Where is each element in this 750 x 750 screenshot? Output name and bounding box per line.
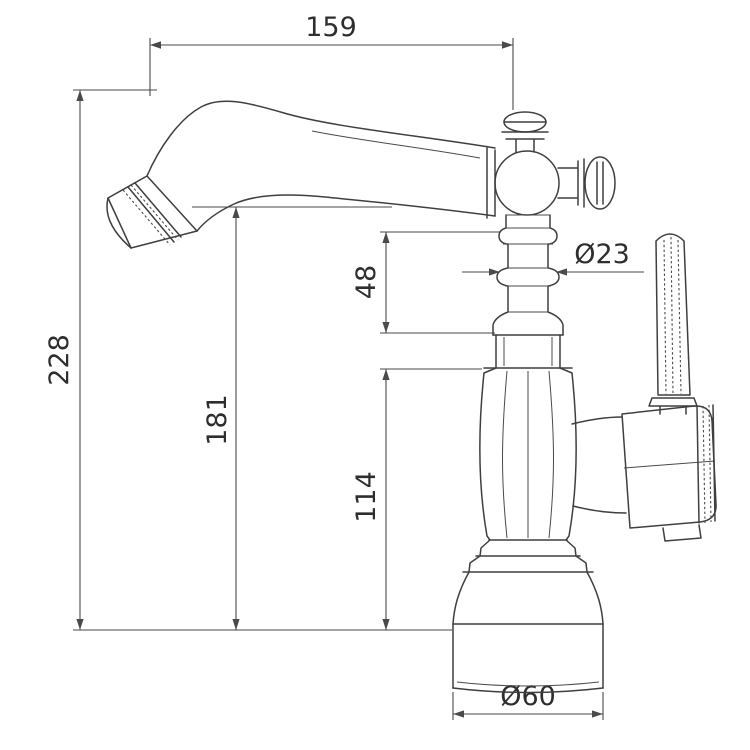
overall-height-label: 228 — [44, 334, 75, 386]
dimension-spout-reach — [149, 38, 514, 110]
faucet-body — [479, 334, 577, 541]
spout-reach-label: 159 — [305, 12, 357, 43]
dimension-lines — [73, 38, 644, 720]
faucet-spout — [146, 100, 496, 232]
dimension-spout-height — [192, 206, 392, 630]
dimension-overall-height — [73, 89, 452, 631]
neck-diameter-label: Ø23 — [574, 239, 630, 270]
neck-height-label: 48 — [351, 265, 382, 299]
side-screw-knob — [557, 156, 616, 210]
cross-hub — [486, 147, 560, 219]
faucet-spout-tip — [106, 175, 198, 249]
neck-column — [492, 214, 564, 336]
dimension-neck-height — [380, 231, 500, 334]
dimension-neck-diameter — [462, 268, 644, 276]
lever-handle — [648, 233, 698, 415]
dimension-body-height — [380, 368, 482, 630]
top-screw-cap — [501, 111, 549, 153]
valve-housing — [571, 404, 717, 542]
faucet-outline — [106, 100, 717, 694]
body-height-label: 114 — [351, 471, 382, 523]
spout-height-label: 181 — [202, 394, 233, 446]
dimension-base-diameter — [452, 692, 604, 720]
faucet-base — [452, 539, 604, 694]
